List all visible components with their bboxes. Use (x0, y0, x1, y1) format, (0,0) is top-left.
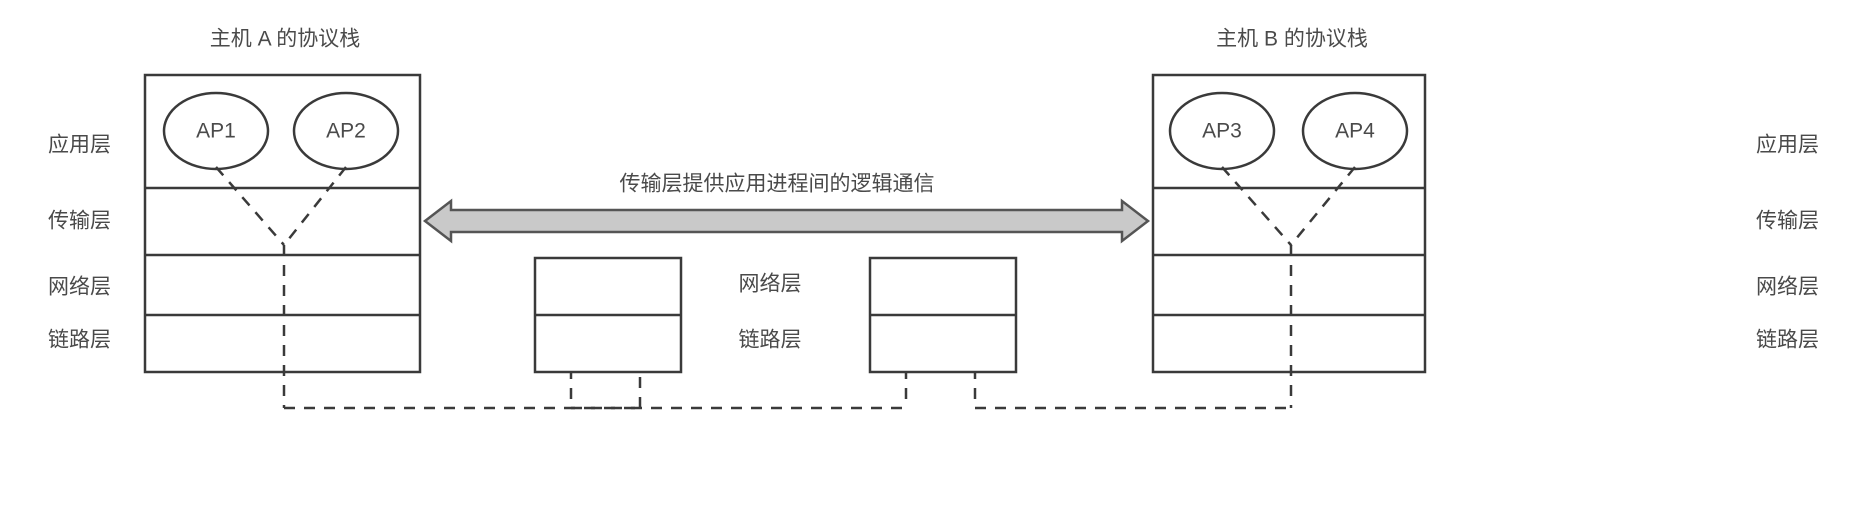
host-b-process-ellipse-1 (1301, 91, 1409, 171)
host-a-title: 主机 A 的协议栈 (210, 28, 361, 51)
router-boxes-group (533, 256, 1018, 374)
left-layer-label-1: 传输层 (48, 210, 111, 233)
host-a-process-label-1: AP2 (326, 120, 366, 143)
center-layer-label-0: 网络层 (739, 273, 802, 296)
host-b-process-ellipse-0 (1168, 91, 1276, 171)
host-b-process-label-0: AP3 (1202, 120, 1242, 143)
right-layer-label-0: 应用层 (1756, 134, 1819, 157)
host-b-box (1151, 73, 1427, 374)
host-a-process-link-1 (283, 166, 347, 246)
left-layer-label-0: 应用层 (48, 134, 111, 157)
right-layer-label-3: 链路层 (1756, 329, 1819, 352)
host-b-process-link-1 (1290, 166, 1356, 246)
host-b-title: 主机 B 的协议栈 (1216, 28, 1368, 51)
transport-arrow-group (422, 198, 1151, 244)
left-layer-label-3: 链路层 (48, 329, 111, 352)
host-a-process-link-0 (215, 166, 285, 246)
transport-arrow-label: 传输层提供应用进程间的逻辑通信 (620, 173, 935, 196)
center-layer-label-1: 链路层 (739, 329, 802, 352)
right-layer-label-1: 传输层 (1756, 210, 1819, 233)
svg-text-group: AP1 AP2 主机 A 的协议栈 AP3 AP4 主机 B 的协议栈传输层提供应用进程间… (48, 28, 1819, 352)
left-layer-label-2: 网络层 (48, 276, 111, 299)
host-stacks-group (143, 73, 1427, 374)
right-layer-label-2: 网络层 (1756, 276, 1819, 299)
transport-logical-arrow (422, 198, 1151, 244)
host-b-process-link-0 (1221, 166, 1292, 246)
host-a-process-ellipse-0 (162, 91, 270, 171)
host-a-box (143, 73, 422, 374)
host-a-process-label-0: AP1 (196, 120, 236, 143)
host-b-process-label-1: AP4 (1335, 120, 1375, 143)
